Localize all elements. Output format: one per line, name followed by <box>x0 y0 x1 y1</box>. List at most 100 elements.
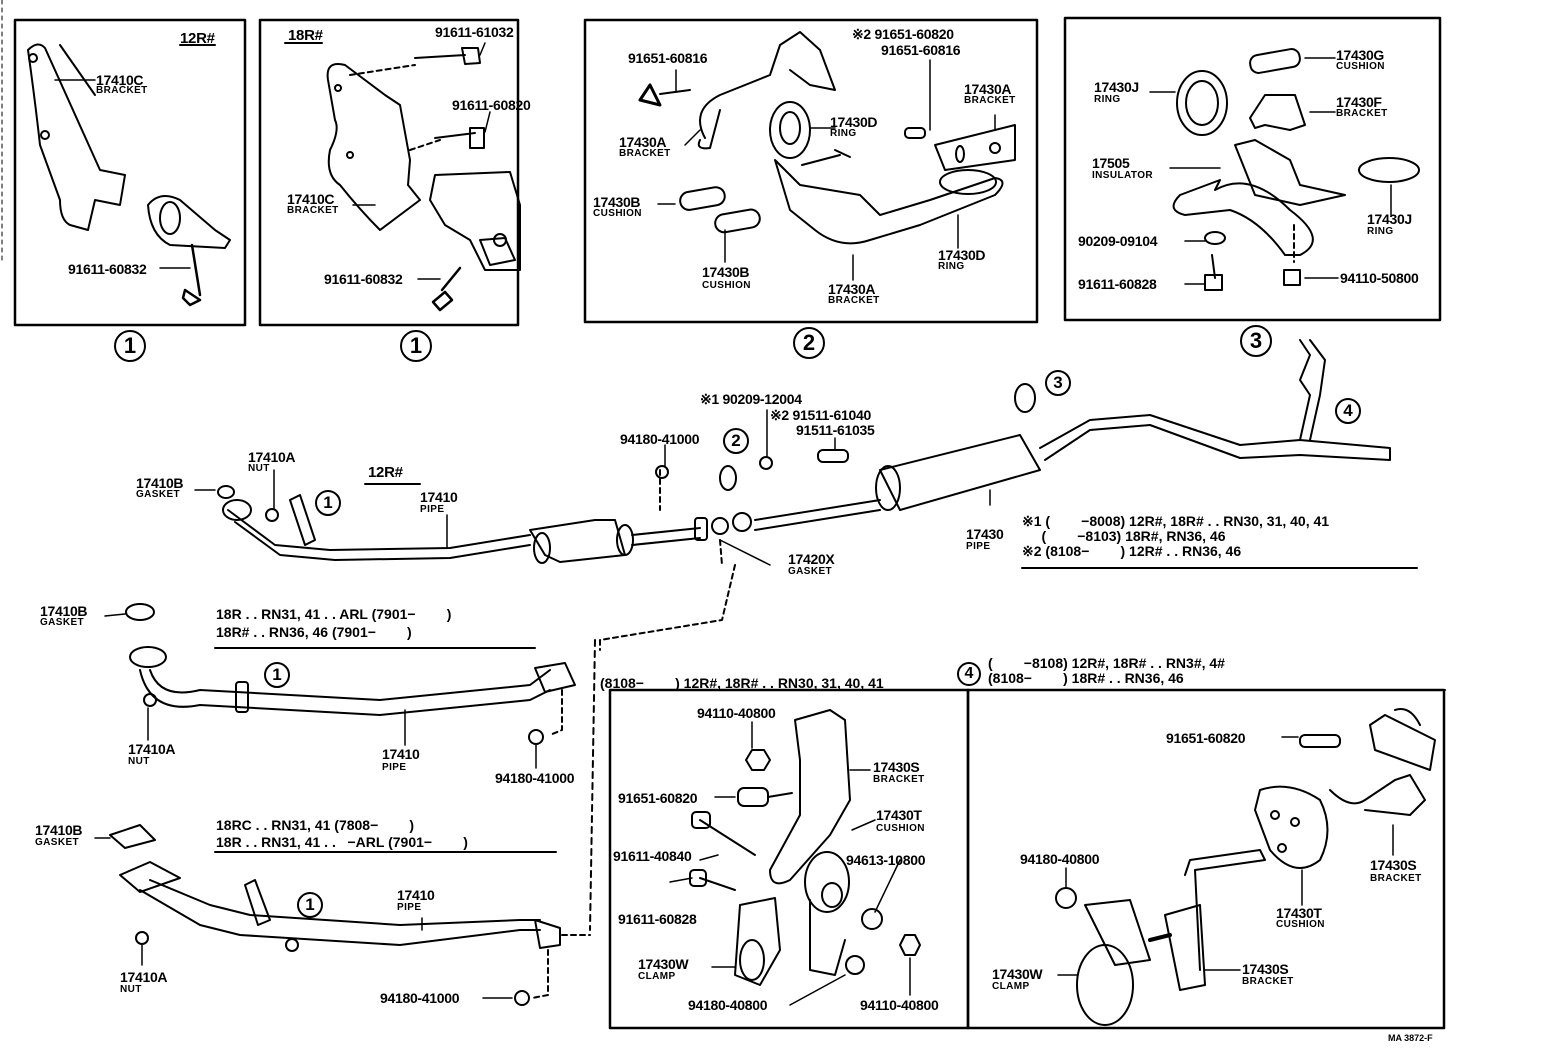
part-number[interactable]: 17410 <box>397 887 435 903</box>
callout-2[interactable]: 2 <box>723 428 749 454</box>
main-exhaust-pipe <box>217 339 1391 651</box>
part-number[interactable]: 17430B <box>593 194 641 210</box>
part-number[interactable]: 17410C <box>287 191 335 207</box>
part-number[interactable]: 17420X <box>788 551 835 567</box>
callout-4[interactable]: 4 <box>957 662 981 686</box>
applicability-note: ※1 ( −8008) 12R#, 18R# . . RN30, 31, 40,… <box>1022 513 1330 529</box>
applicability-note: ( −8108) 12R#, 18R# . . RN3#, 4# <box>988 655 1225 671</box>
part-name: RING <box>1094 94 1121 105</box>
part-number[interactable]: 17410B <box>136 475 184 491</box>
part-number[interactable]: 17430S <box>1242 961 1289 977</box>
part-number[interactable]: 17410 <box>382 746 420 762</box>
part-number[interactable]: 17430W <box>992 966 1043 982</box>
part-number[interactable]: 91651-60820 <box>1166 730 1246 746</box>
part-number[interactable]: 91651-60816 <box>881 42 961 58</box>
part-name: NUT <box>248 463 270 474</box>
callout-1[interactable]: 1 <box>315 490 341 516</box>
part-number[interactable]: 17410A <box>120 969 168 985</box>
part-number[interactable]: 17430T <box>876 807 922 823</box>
part-number[interactable]: 17430B <box>702 264 750 280</box>
part-number[interactable]: 17430S <box>1370 857 1417 873</box>
part-name: GASKET <box>35 837 80 848</box>
part-name: NUT <box>120 984 142 995</box>
part-name: BRACKET <box>1370 873 1422 884</box>
variant-label: 18R# <box>288 27 323 44</box>
part-number[interactable]: 17430A <box>964 81 1012 97</box>
part-name: NUT <box>128 756 150 767</box>
part-number[interactable]: 17410C <box>96 72 144 88</box>
callout-3[interactable]: 3 <box>1045 370 1071 396</box>
applicability-note: ( −8103) 18R#, RN36, 46 <box>1022 528 1226 544</box>
part-number[interactable]: 91611-60832 <box>324 271 403 287</box>
part-number[interactable]: 17430D <box>830 114 878 130</box>
part-name: BRACKET <box>96 85 148 96</box>
part-name: BRACKET <box>828 295 880 306</box>
part-number[interactable]: 94180-41000 <box>380 990 460 1006</box>
part-number[interactable]: 17430W <box>638 956 689 972</box>
part-number[interactable]: 91511-61035 <box>796 422 875 438</box>
part-number[interactable]: 94180-41000 <box>620 431 700 447</box>
part-number[interactable]: 91651-60816 <box>628 50 708 66</box>
part-number[interactable]: 17430F <box>1336 94 1382 110</box>
part-number[interactable]: 17430D <box>938 247 986 263</box>
part-number[interactable]: ※2 91651-60820 <box>852 26 954 42</box>
part-number[interactable]: 94110-40800 <box>860 997 939 1013</box>
panel-2-parts <box>638 31 1016 245</box>
part-number[interactable]: ※2 91511-61040 <box>770 407 871 423</box>
variant-pipe-b <box>125 603 596 931</box>
part-name: CUSHION <box>702 280 751 291</box>
part-number[interactable]: 17410A <box>248 449 296 465</box>
callout-4[interactable]: 4 <box>1335 398 1361 424</box>
document-code: MA 3872-F <box>1388 1033 1433 1043</box>
part-number[interactable]: 17430T <box>1276 905 1322 921</box>
part-number[interactable]: 17505 <box>1092 155 1130 171</box>
part-number[interactable]: 94110-50800 <box>1340 270 1419 286</box>
variant-label: 12R# <box>180 30 215 47</box>
part-name: CUSHION <box>1276 919 1325 930</box>
part-number[interactable]: 94110-40800 <box>697 705 776 721</box>
part-number[interactable]: 17430G <box>1336 47 1385 63</box>
part-number[interactable]: 91611-60820 <box>452 97 531 113</box>
part-name: PIPE <box>397 902 422 913</box>
part-number[interactable]: 17430J <box>1367 211 1412 227</box>
part-number[interactable]: 17410B <box>35 822 83 838</box>
callout-2[interactable]: 2 <box>793 327 825 359</box>
part-number[interactable]: 17430A <box>619 134 667 150</box>
applicability-note: 18R . . RN31, 41 . . ARL (7901− ) <box>216 606 452 622</box>
part-number[interactable]: 17410B <box>40 603 88 619</box>
part-number[interactable]: 91611-60828 <box>1078 276 1157 292</box>
part-number[interactable]: 17430S <box>873 759 920 775</box>
part-name: RING <box>830 128 857 139</box>
part-number[interactable]: 91611-61032 <box>435 24 514 40</box>
part-number[interactable]: 91611-60832 <box>68 261 147 277</box>
part-number[interactable]: 17430 <box>966 526 1004 542</box>
callout-1[interactable]: 1 <box>297 892 323 918</box>
panel-4a-parts <box>689 709 921 986</box>
part-number[interactable]: 94180-41000 <box>495 770 575 786</box>
part-number[interactable]: 94180-40800 <box>688 997 768 1013</box>
variant-pipe-c <box>109 824 591 1006</box>
part-number[interactable]: 91651-60820 <box>618 790 698 806</box>
part-number[interactable]: 94180-40800 <box>1020 851 1100 867</box>
part-number[interactable]: 90209-09104 <box>1078 233 1158 249</box>
part-name: INSULATOR <box>1092 170 1154 181</box>
part-number[interactable]: ※1 90209-12004 <box>700 391 802 407</box>
part-number[interactable]: 17410A <box>128 741 176 757</box>
panel-3-parts <box>1172 48 1420 291</box>
callout-3[interactable]: 3 <box>1240 325 1272 357</box>
part-number[interactable]: 94613-10800 <box>846 852 926 868</box>
callout-1[interactable]: 1 <box>114 330 146 362</box>
part-number[interactable]: 91611-40840 <box>613 848 692 864</box>
part-name: BRACKET <box>619 148 671 159</box>
part-number[interactable]: 17430J <box>1094 79 1139 95</box>
part-number[interactable]: 91611-60828 <box>618 911 697 927</box>
part-name: CLAMP <box>638 971 676 982</box>
panel-4b-parts <box>1055 708 1436 1026</box>
callout-1[interactable]: 1 <box>400 330 432 362</box>
applicability-note: 18R . . RN31, 41 . . −ARL (7901− ) <box>216 834 468 850</box>
part-name: CUSHION <box>593 208 642 219</box>
callout-1[interactable]: 1 <box>264 662 290 688</box>
applicability-note: 18RC . . RN31, 41 (7808− ) <box>216 817 415 833</box>
part-number[interactable]: 17430A <box>828 281 876 297</box>
part-number[interactable]: 17410 <box>420 489 458 505</box>
